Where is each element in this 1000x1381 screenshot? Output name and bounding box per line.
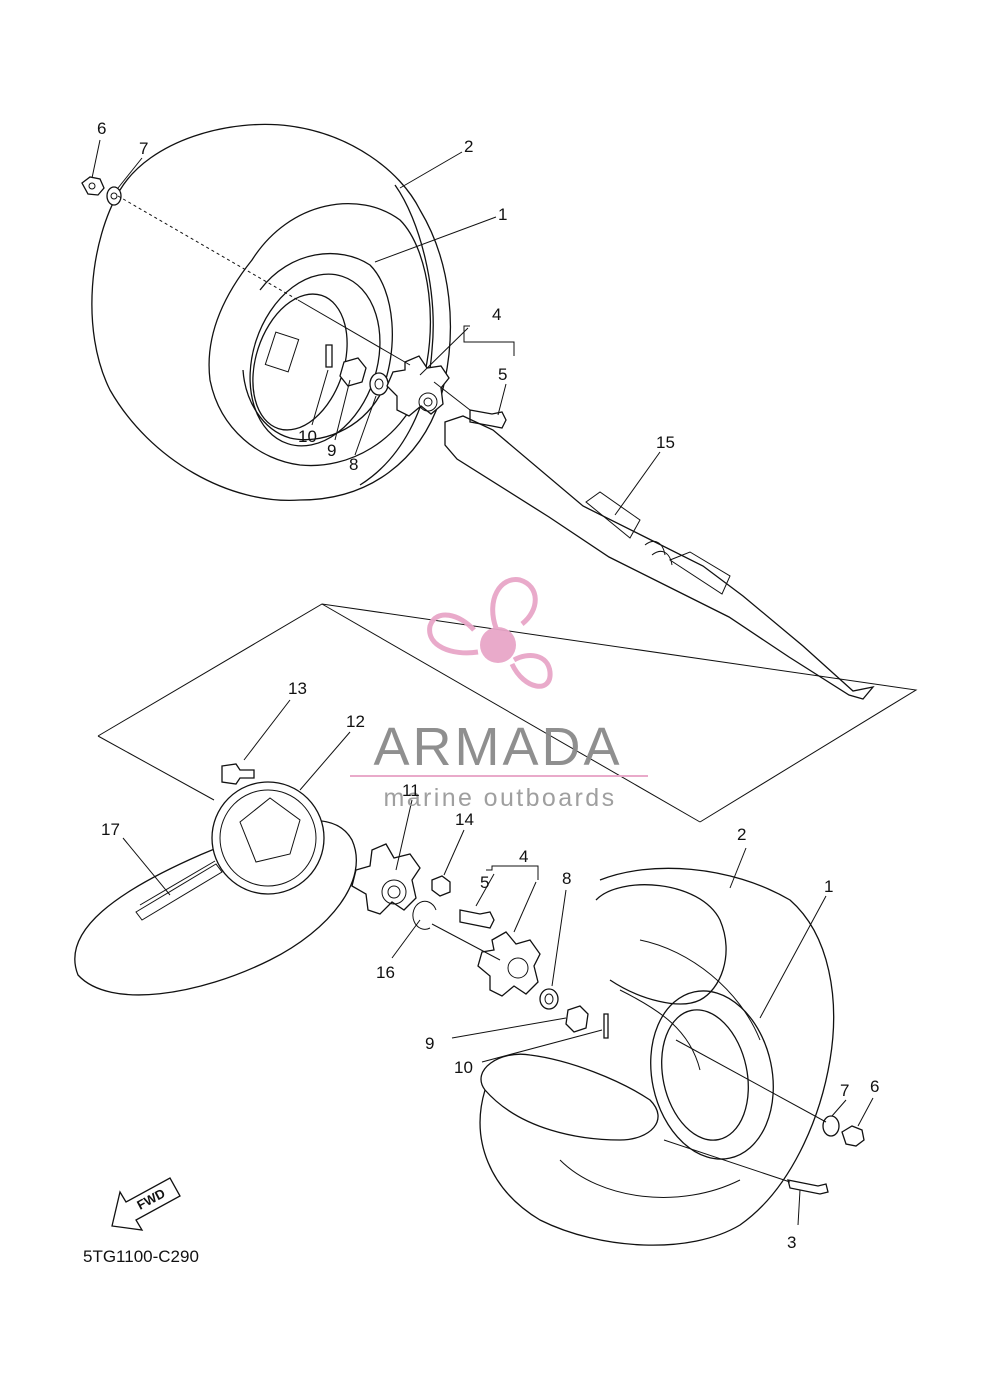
watermark-tagline: marine outboards (384, 784, 617, 812)
washer-7a (106, 186, 122, 206)
nut-6a (81, 176, 105, 196)
callout-1-lower: 1 (824, 877, 833, 896)
callout-7-lower: 7 (840, 1081, 849, 1100)
callout-7: 7 (139, 139, 148, 158)
propeller-logo (427, 577, 553, 689)
circlip-16 (412, 900, 437, 930)
callout-4: 4 (492, 305, 501, 324)
nut-14 (431, 875, 451, 897)
bolt-5a (469, 409, 507, 429)
bolt-13 (221, 763, 255, 785)
washer-8a (369, 372, 389, 396)
castle-nut-9a (339, 357, 367, 387)
callout-15: 15 (656, 433, 675, 452)
callout-2-lower: 2 (737, 825, 746, 844)
valve-3 (787, 1179, 829, 1195)
upper-tire (91, 123, 452, 502)
propeller-hub (480, 627, 516, 663)
lower-tire (479, 867, 835, 1246)
callout-17: 17 (101, 820, 120, 839)
fwd-arrow: FWD (111, 1177, 181, 1231)
callout-2: 2 (464, 137, 473, 156)
upper-leader-lines (91, 139, 661, 516)
rear-axle (444, 415, 875, 700)
callout-12: 12 (346, 712, 365, 731)
callout-8: 8 (349, 455, 358, 474)
washer-7b (822, 1115, 840, 1137)
armada-watermark: ARMADA marine outboards (350, 577, 648, 812)
callout-14: 14 (455, 810, 474, 829)
callout-1: 1 (498, 205, 507, 224)
callout-10: 10 (298, 427, 317, 446)
callout-6: 6 (97, 119, 106, 138)
upper-wheel-hardware (81, 176, 507, 429)
washer-8b (539, 988, 559, 1010)
assembly-guide-lines (97, 603, 918, 823)
callout-6-lower: 6 (870, 1077, 879, 1096)
cotter-pin-10a (325, 344, 333, 368)
drive-chain (74, 819, 357, 996)
hub-4a (386, 355, 450, 417)
lower-leader-lines (122, 699, 874, 1226)
callout-9-lower: 9 (425, 1034, 434, 1053)
callout-11: 11 (402, 781, 420, 800)
diagram-code: 5TG1100-C290 (83, 1247, 199, 1266)
callout-3: 3 (787, 1233, 796, 1252)
nut-6b (841, 1125, 865, 1147)
callout-9: 9 (327, 441, 336, 460)
callout-16: 16 (376, 963, 395, 982)
callout-5: 5 (498, 365, 507, 384)
cotter-pin-10b (603, 1013, 609, 1039)
sprocket (211, 763, 325, 895)
bolt-5b (459, 909, 495, 929)
callout-8-lower: 8 (562, 869, 571, 888)
castle-nut-9b (565, 1005, 589, 1033)
lower-wheel-hardware (459, 909, 865, 1195)
callout-13: 13 (288, 679, 307, 698)
callout-5-lower: 5 (480, 873, 489, 892)
sprocket-hub (351, 843, 451, 930)
watermark-brand: ARMADA (373, 717, 622, 777)
callout-10-lower: 10 (454, 1058, 473, 1077)
callout-labels: 6 7 2 1 4 5 15 10 9 8 13 12 17 11 14 16 … (97, 119, 879, 1252)
callout-4-lower: 4 (519, 847, 528, 866)
